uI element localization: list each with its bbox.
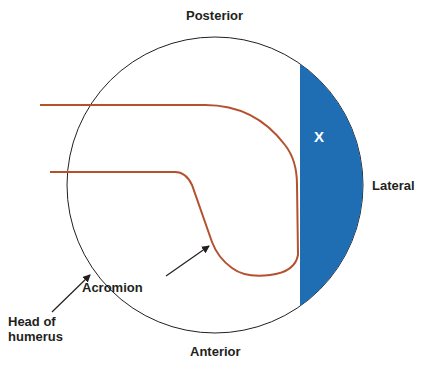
region-shape: [300, 64, 364, 306]
region-letter: X: [314, 128, 324, 145]
leader-line: [166, 246, 209, 276]
part-label: Lateral: [372, 178, 415, 193]
humeral-head-outline: [67, 37, 363, 333]
part-label: Posterior: [186, 8, 243, 23]
part-label: Acromion: [82, 280, 143, 295]
shaded-region: X: [300, 64, 364, 306]
acromion-outline: [40, 105, 298, 276]
part-label: Head of humerus: [8, 314, 70, 344]
part-label: Anterior: [190, 344, 241, 359]
